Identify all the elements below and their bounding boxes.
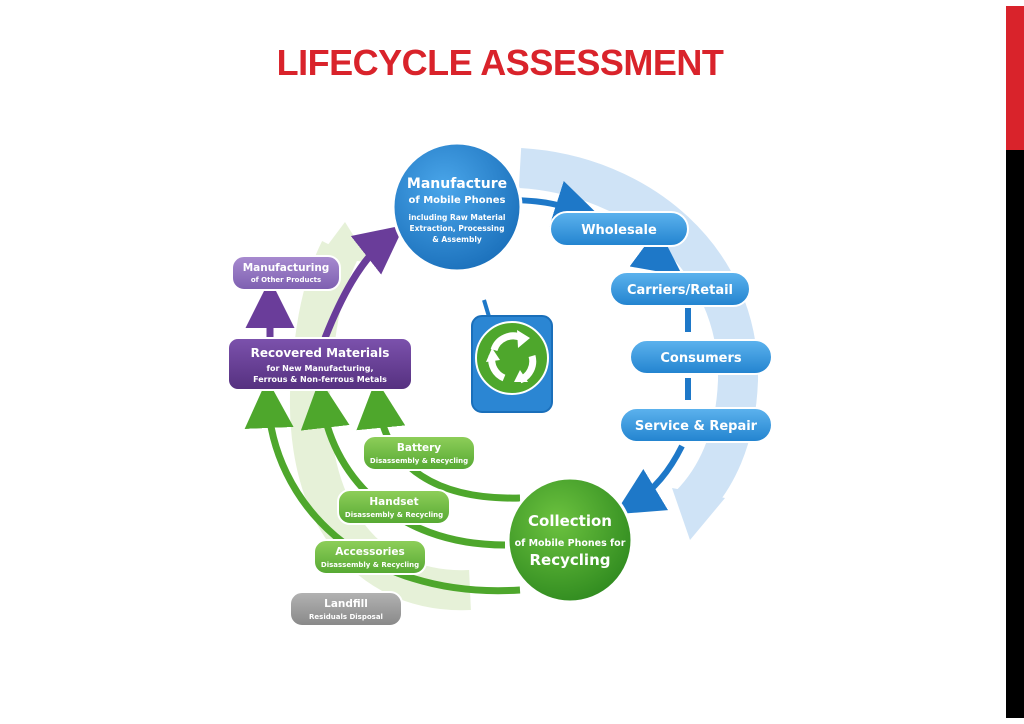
recycling-phone-icon <box>471 299 553 413</box>
battery-title: Battery <box>397 442 441 454</box>
recovered-line2: Ferrous & Non-ferrous Metals <box>253 375 387 384</box>
manufacture-line2: Extraction, Processing <box>410 224 505 233</box>
handset-subtitle: Disassembly & Recycling <box>345 511 443 519</box>
recovered-line1: for New Manufacturing, <box>266 364 373 373</box>
landfill-subtitle: Residuals Disposal <box>309 613 383 621</box>
battery-node: Battery Disassembly & Recycling <box>362 435 476 471</box>
other-mfg-subtitle: of Other Products <box>251 276 321 284</box>
landfill-title: Landfill <box>324 598 368 610</box>
sidebar-accent-red <box>1006 6 1024 150</box>
blue-step-pill: Service & Repair <box>619 407 773 443</box>
other-manufacturing-node: Manufacturing of Other Products <box>231 255 341 291</box>
collection-title: Collection <box>528 512 612 530</box>
manufacture-subtitle: of Mobile Phones <box>409 195 506 206</box>
page-title: LIFECYCLE ASSESSMENT <box>276 42 724 83</box>
accessories-title: Accessories <box>335 546 405 558</box>
collection-node: Collection of Mobile Phones for Recyclin… <box>506 476 634 604</box>
landfill-node: Landfill Residuals Disposal <box>289 591 403 627</box>
consumers-label: Consumers <box>660 351 741 366</box>
recovered-title: Recovered Materials <box>251 346 390 360</box>
manufacture-node: Manufacture of Mobile Phones including R… <box>391 141 523 273</box>
lifecycle-diagram: Manufacture of Mobile Phones including R… <box>227 141 773 627</box>
manufacture-title: Manufacture <box>407 176 507 192</box>
blue-step-pill: Consumers <box>629 339 773 375</box>
service-repair-label: Service & Repair <box>635 419 758 434</box>
carriers-retail-label: Carriers/Retail <box>627 283 733 298</box>
other-mfg-title: Manufacturing <box>243 262 330 274</box>
sidebar-accent-black <box>1006 150 1024 718</box>
collection-subtitle: of Mobile Phones for <box>515 538 626 549</box>
handset-title: Handset <box>369 496 418 508</box>
purple-arrows <box>245 225 405 340</box>
handset-node: Handset Disassembly & Recycling <box>337 489 451 525</box>
manufacture-line3: & Assembly <box>432 235 482 244</box>
collection-bottom: Recycling <box>530 551 611 569</box>
blue-step-pill: Carriers/Retail <box>609 271 751 307</box>
accessories-node: Accessories Disassembly & Recycling <box>313 539 427 575</box>
manufacture-line1: including Raw Material <box>409 213 506 222</box>
accessories-subtitle: Disassembly & Recycling <box>321 561 419 569</box>
recovered-materials-node: Recovered Materials for New Manufacturin… <box>227 337 413 391</box>
wholesale-label: Wholesale <box>581 223 657 238</box>
blue-step-pill: Wholesale <box>549 211 689 247</box>
battery-subtitle: Disassembly & Recycling <box>370 457 468 465</box>
